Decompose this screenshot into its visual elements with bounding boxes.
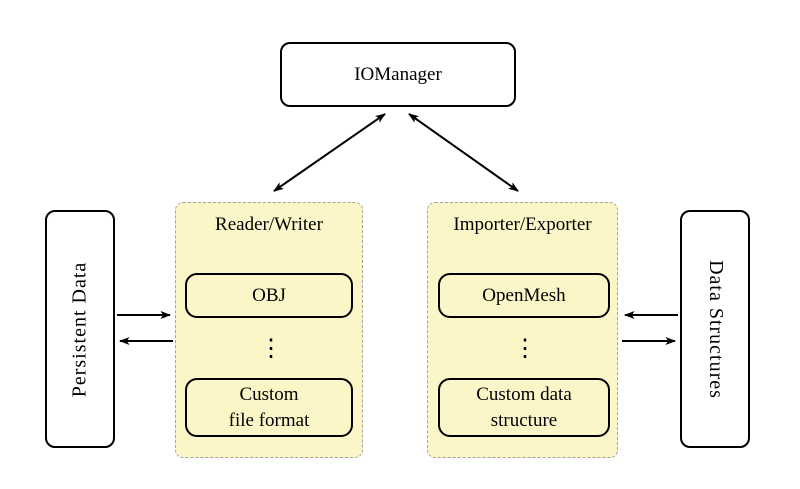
reader-writer-ellipsis: ⋮ [259,334,283,362]
obj-box: OBJ [185,273,353,318]
importer-exporter-title: Importer/Exporter [453,214,592,235]
io-manager-box: IOManager [280,42,516,107]
persistent-data-label: Persistent Data [68,261,91,397]
arrow-iomanager-readerwriter [273,113,386,192]
custom-data-structure-box: Custom data structure [438,378,610,437]
openmesh-label: OpenMesh [482,284,566,306]
custom-data-structure-label: Custom data structure [476,383,572,431]
arrow-iomanager-importerexporter [408,113,519,192]
custom-file-format-label: Custom file format [228,383,310,431]
importer-exporter-ellipsis: ⋮ [513,334,537,362]
reader-writer-title: Reader/Writer [215,214,323,235]
data-structures-label: Data Structures [704,259,727,399]
persistent-data-box: Persistent Data [45,210,115,448]
custom-file-format-box: Custom file format [185,378,353,437]
data-structures-box: Data Structures [680,210,750,448]
openmesh-box: OpenMesh [438,273,610,318]
io-manager-label: IOManager [354,63,442,85]
obj-label: OBJ [252,284,286,306]
